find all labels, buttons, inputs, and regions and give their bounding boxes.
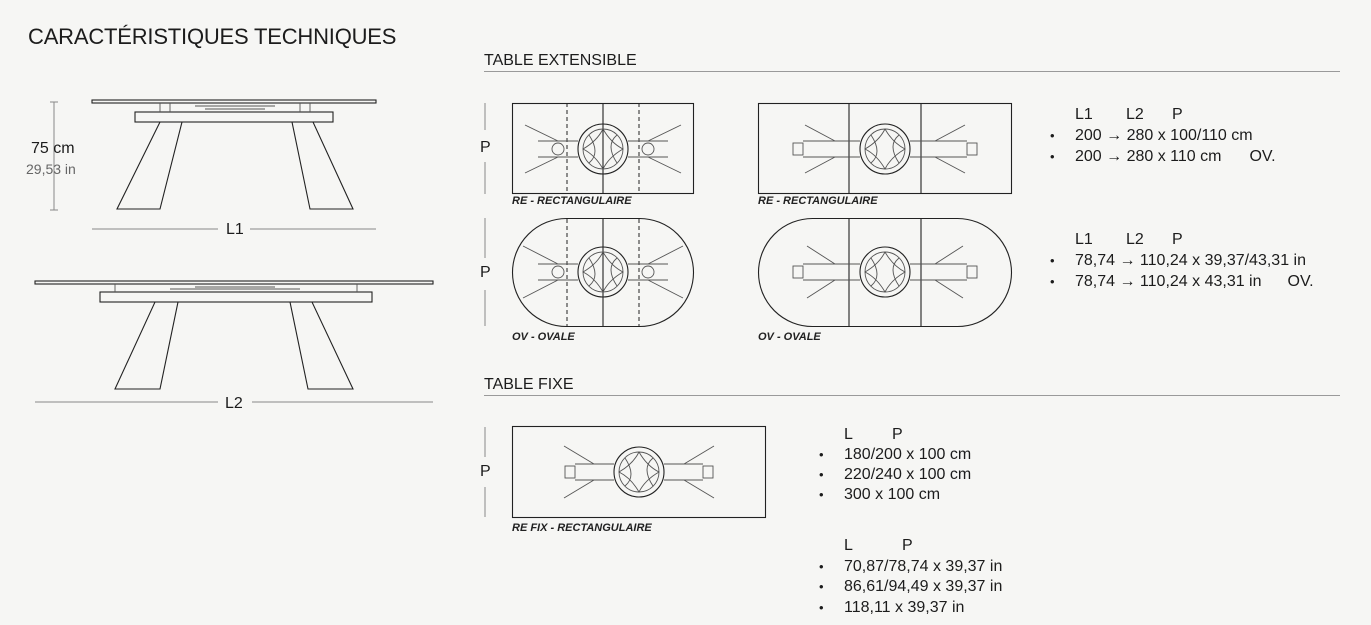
spec-header-row: L1 L2 P: [1050, 104, 1276, 125]
plan-caption: OV - OVALE: [512, 331, 575, 343]
header-p: P: [1172, 231, 1183, 248]
section-divider: [484, 71, 1340, 72]
section-title-extensible: TABLE EXTENSIBLE: [484, 52, 637, 69]
header-l1: L1: [1075, 106, 1093, 123]
header-l: L: [844, 537, 853, 554]
plan-caption: RE FIX - RECTANGULAIRE: [512, 522, 652, 534]
section-title-fixed: TABLE FIXE: [484, 376, 574, 393]
plan-rect-closed: [757, 102, 1013, 195]
header-l2: L2: [1126, 231, 1144, 248]
header-l: L: [844, 426, 853, 443]
header-l2: L2: [1126, 106, 1144, 123]
depth-label: P: [480, 264, 491, 281]
spec-list-item: 300 x 100 cm: [819, 485, 971, 505]
fixed-spec-in: LP 70,87/78,74 x 39,37 in 86,61/94,49 x …: [819, 536, 1002, 618]
spec-list-item: 70,87/78,74 x 39,37 in: [819, 557, 1002, 578]
spec-list-item: 200 → 280 x 100/110 cm: [1050, 125, 1276, 146]
plan-caption: OV - OVALE: [758, 331, 821, 343]
height-cm-label: 75 cm: [31, 140, 75, 157]
depth-label: P: [480, 463, 491, 480]
plan-rect-extended: [511, 102, 695, 195]
side-view-closed-drawing: [50, 99, 377, 230]
header-l1: L1: [1075, 231, 1093, 248]
spec-list-item: 118,11 x 39,37 in: [819, 598, 1002, 619]
plan-caption: RE - RECTANGULAIRE: [512, 195, 632, 207]
spec-list-item: 78,74 → 110,24 x 39,37/43,31 in: [1050, 250, 1314, 271]
depth-tick-lines: [484, 427, 486, 517]
spec-list-item: 180/200 x 100 cm: [819, 445, 971, 465]
side-view-open-drawing: [34, 280, 434, 403]
page-title: CARACTÉRISTIQUES TECHNIQUES: [28, 24, 397, 49]
plan-oval-closed: [757, 217, 1013, 328]
header-p: P: [902, 537, 913, 554]
plan-rect-fixed: [511, 425, 767, 519]
oval-suffix: OV.: [1249, 148, 1276, 165]
fixed-spec-cm: LP 180/200 x 100 cm 220/240 x 100 cm 300…: [819, 425, 971, 505]
height-in-label: 29,53 in: [26, 161, 76, 177]
plan-caption: RE - RECTANGULAIRE: [758, 195, 878, 207]
l2-dimension-label: L2: [225, 395, 243, 412]
header-p: P: [892, 426, 903, 443]
plan-oval-extended: [511, 217, 695, 328]
depth-tick-lines: [484, 103, 486, 326]
l1-dimension-label: L1: [226, 221, 244, 238]
spec-list-item: 220/240 x 100 cm: [819, 465, 971, 485]
oval-suffix: OV.: [1287, 273, 1314, 290]
depth-label: P: [480, 139, 491, 156]
header-p: P: [1172, 106, 1183, 123]
spec-header-row: L1 L2 P: [1050, 229, 1314, 250]
extensible-spec-in: L1 L2 P 78,74 → 110,24 x 39,37/43,31 in 78…: [1050, 229, 1314, 292]
extensible-spec-cm: L1 L2 P 200 → 280 x 100/110 cm 200 → 280 x…: [1050, 104, 1276, 167]
spec-list-item: 86,61/94,49 x 39,37 in: [819, 577, 1002, 598]
section-divider: [484, 395, 1340, 396]
